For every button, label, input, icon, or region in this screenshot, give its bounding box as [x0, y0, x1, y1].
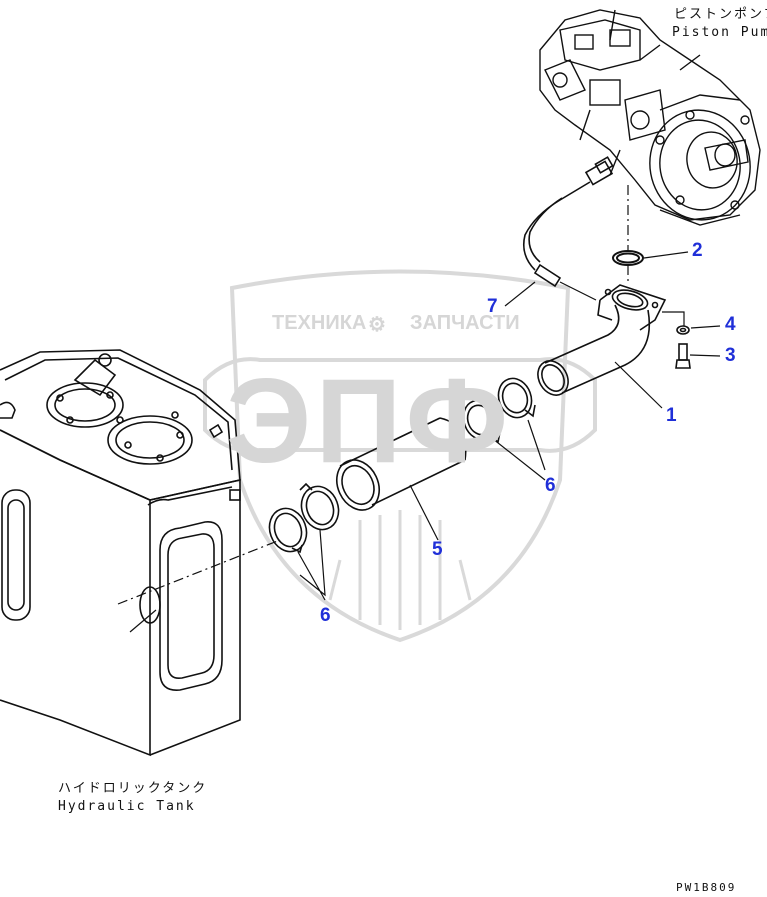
callout-5: 5 [432, 539, 443, 560]
callout-6-lower: 6 [320, 605, 331, 626]
callout-6-upper: 6 [545, 475, 556, 496]
clamp-pair-upper [462, 377, 536, 444]
watermark-text-1: ТЕХНИКА [272, 312, 367, 334]
watermark-gear-icon: ⚙ [368, 314, 386, 336]
watermark-logo: ЭПФ [226, 354, 513, 488]
piston-pump [539, 9, 761, 226]
pump-label-en: Piston Pump [672, 25, 767, 40]
callout-4: 4 [725, 314, 736, 335]
watermark-shield [203, 269, 597, 643]
sensor-part-7 [522, 156, 614, 301]
center-line [117, 539, 281, 633]
callout-3: 3 [725, 345, 736, 366]
hydraulic-tank [0, 349, 241, 757]
callout-2: 2 [692, 240, 703, 261]
washer-part-4 [676, 325, 690, 335]
pump-label-jp: ピストンポンプ [674, 7, 767, 22]
bolt-part-3 [675, 343, 691, 369]
leader-lines [297, 251, 721, 601]
o-ring-part-2 [612, 250, 644, 266]
tank-label-jp: ハイドロリックタンク [58, 781, 208, 796]
clamp-pair-lower [268, 482, 340, 554]
callout-7: 7 [487, 296, 498, 317]
callout-1: 1 [666, 405, 677, 426]
watermark-text-2: ЗАПЧАСТИ [410, 312, 520, 334]
drawing-code: PW1B809 [676, 881, 737, 894]
tank-label-en: Hydraulic Tank [58, 799, 196, 814]
pipe-elbow-part-1 [537, 284, 667, 396]
hose-part-5 [336, 417, 467, 511]
